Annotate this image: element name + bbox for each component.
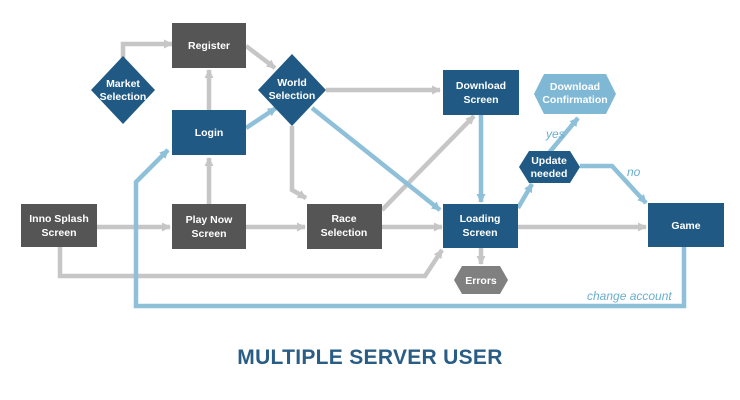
node-update-needed[interactable]: Update needed	[519, 151, 580, 183]
node-inno-splash-label-2: Screen	[41, 227, 76, 239]
edge-race-to-download	[380, 114, 476, 212]
node-world-selection-label-2: Selection	[269, 90, 316, 102]
node-game-label: Game	[671, 220, 700, 232]
edge-label-no: no	[627, 165, 641, 179]
page-title: MULTIPLE SERVER USER	[237, 346, 503, 369]
node-market-selection[interactable]: Market Selection	[91, 56, 155, 124]
node-login[interactable]: Login	[172, 110, 246, 155]
node-race-selection-label-1: Race	[331, 213, 356, 225]
gray-connectors	[57, 39, 647, 279]
node-download-confirmation-label-2: Confirmation	[542, 94, 607, 106]
node-register-label: Register	[188, 40, 230, 52]
edge-world-to-race	[289, 126, 308, 200]
node-download-screen[interactable]: Download Screen	[443, 70, 519, 115]
edge-update-no-to-game	[580, 163, 648, 205]
node-loading-screen[interactable]: Loading Screen	[443, 204, 518, 248]
edge-world-to-loading	[310, 106, 442, 212]
node-race-selection[interactable]: Race Selection	[307, 204, 382, 249]
edge-splash-to-loading	[57, 247, 444, 279]
node-download-screen-label-2: Screen	[463, 94, 498, 106]
node-update-needed-label-1: Update	[531, 155, 567, 167]
node-errors[interactable]: Errors	[454, 266, 508, 294]
node-world-selection[interactable]: World Selection	[258, 54, 326, 126]
node-inno-splash-label-1: Inno Splash	[29, 213, 89, 225]
node-play-now-screen[interactable]: Play Now Screen	[172, 204, 246, 249]
edge-game-change-account-to-login	[133, 148, 687, 309]
node-register[interactable]: Register	[172, 23, 246, 68]
node-update-needed-label-2: needed	[531, 168, 568, 180]
node-market-selection-label-2: Selection	[100, 91, 147, 103]
node-inno-splash-screen[interactable]: Inno Splash Screen	[21, 204, 97, 247]
node-download-screen-label-1: Download	[456, 80, 506, 92]
blue-connectors	[133, 106, 687, 309]
node-errors-label: Errors	[465, 275, 497, 287]
node-download-confirmation[interactable]: Download Confirmation	[534, 74, 616, 114]
edge-update-yes-to-confirmation	[546, 116, 580, 156]
node-play-now-label-1: Play Now	[186, 214, 234, 226]
edge-login-to-world	[244, 106, 278, 130]
edge-label-change-account: change account	[587, 289, 672, 303]
node-loading-screen-label-2: Screen	[462, 227, 497, 239]
node-download-confirmation-label-1: Download	[550, 81, 600, 93]
node-race-selection-label-2: Selection	[321, 227, 368, 239]
node-market-selection-label-1: Market	[106, 78, 140, 90]
edge-loading-to-update	[516, 182, 534, 210]
node-login-label: Login	[195, 127, 224, 139]
edge-register-to-world	[244, 44, 277, 70]
edge-label-yes: yes	[545, 127, 565, 141]
node-world-selection-label-1: World	[277, 77, 307, 89]
node-game[interactable]: Game	[648, 203, 724, 247]
node-play-now-label-2: Screen	[191, 228, 226, 240]
node-loading-screen-label-1: Loading	[460, 213, 501, 225]
